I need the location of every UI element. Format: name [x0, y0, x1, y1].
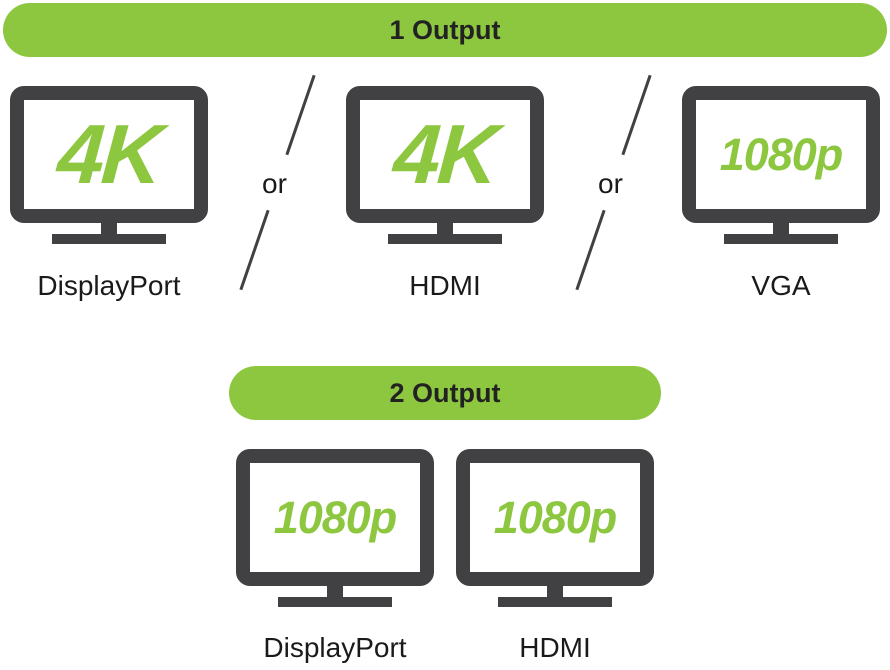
slash-divider — [575, 209, 606, 291]
resolution-label: 1080p — [719, 128, 844, 180]
monitor-stand-base — [388, 234, 502, 244]
resolution-label: 1080p — [493, 491, 618, 543]
two-output-title: 2 Output — [389, 377, 501, 408]
monitor-icon: 1080p — [456, 449, 654, 586]
port-label-hdmi: HDMI — [519, 632, 591, 663]
monitor-stand-neck — [773, 221, 789, 235]
port-label-displayport: DisplayPort — [37, 270, 181, 301]
monitor-icon: 1080p — [236, 449, 434, 586]
monitor-stand-base — [724, 234, 838, 244]
monitor-stand-base — [52, 234, 166, 244]
monitor-vga-1080p: 1080p — [682, 86, 880, 256]
monitor-hdmi-1080p: 1080p — [456, 449, 654, 619]
slash-divider — [239, 209, 270, 291]
monitor-displayport-1080p: 1080p — [236, 449, 434, 619]
or-separator: or — [598, 168, 623, 199]
monitor-stand-base — [498, 597, 612, 607]
monitor-icon: 1080p — [682, 86, 880, 223]
two-output-header: 2 Output — [229, 366, 661, 420]
monitor-hdmi-4k: 4K — [346, 86, 544, 256]
monitor-displayport-4k: 4K — [10, 86, 208, 256]
slash-divider — [621, 74, 652, 156]
or-separator: or — [262, 168, 287, 199]
resolution-label: 4K — [391, 107, 500, 201]
slash-divider — [285, 74, 316, 156]
port-label-hdmi: HDMI — [409, 270, 481, 301]
monitor-stand-neck — [327, 584, 343, 598]
monitor-icon: 4K — [10, 86, 208, 223]
resolution-label: 1080p — [273, 491, 398, 543]
one-output-header: 1 Output — [3, 3, 887, 57]
one-output-title: 1 Output — [389, 14, 501, 45]
monitor-stand-neck — [101, 221, 117, 235]
monitor-stand-neck — [437, 221, 453, 235]
monitor-stand-neck — [547, 584, 563, 598]
port-label-vga: VGA — [751, 270, 811, 301]
monitor-icon: 4K — [346, 86, 544, 223]
monitor-stand-base — [278, 597, 392, 607]
port-label-displayport: DisplayPort — [263, 632, 407, 663]
resolution-label: 4K — [55, 107, 164, 201]
